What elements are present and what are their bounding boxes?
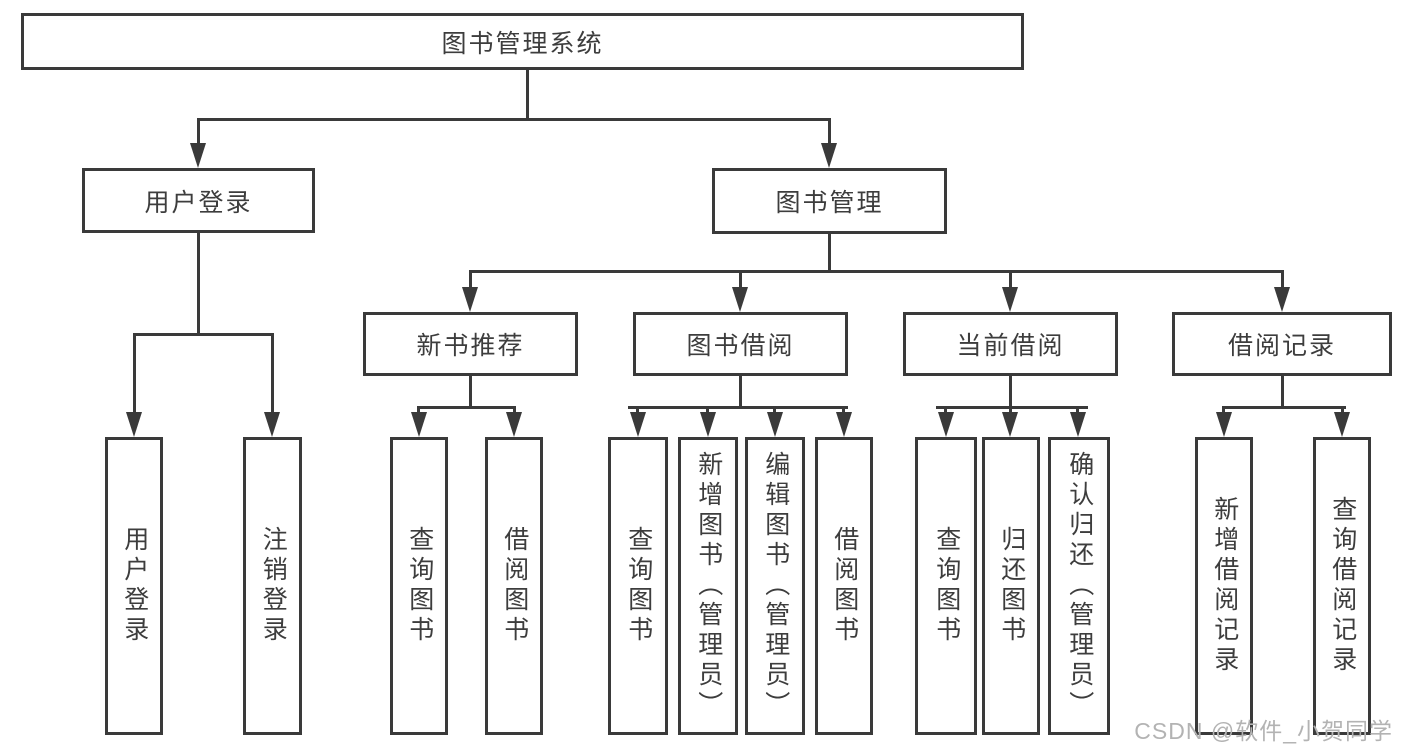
node-book-borrowing: 图书借阅 <box>633 312 848 376</box>
leaf-borrowing-borrow-books: 借阅图书 <box>815 437 873 735</box>
arrowhead-borrowing-borrow <box>836 412 852 437</box>
leaf-borrowing-query-books-label: 查询图书 <box>624 526 653 646</box>
connector-to-user-login-line <box>197 118 200 146</box>
connector-user-login-stem <box>197 232 200 336</box>
connector-book-management-crossbar <box>469 270 1283 273</box>
leaf-recommend-borrow-books: 借阅图书 <box>485 437 543 735</box>
connector-to-records-add-line <box>1222 406 1225 415</box>
leaf-borrowing-edit-books-admin: 编辑图书（管理员） <box>745 437 805 735</box>
arrowhead-recommend-query <box>411 412 427 437</box>
leaf-current-return-books-label: 归还图书 <box>997 526 1026 646</box>
connector-to-current-confirm-line <box>1076 406 1079 415</box>
node-root-label: 图书管理系统 <box>441 29 604 58</box>
node-root: 图书管理系统 <box>21 13 1024 70</box>
connector-to-borrowing-borrow-line <box>842 406 845 415</box>
node-borrowing-records-label: 借阅记录 <box>1227 332 1336 360</box>
connector-root-stem <box>526 70 529 120</box>
connector-to-recommend-borrow-line <box>513 406 516 415</box>
leaf-current-return-books: 归还图书 <box>982 437 1040 735</box>
arrowhead-book-management <box>821 143 837 168</box>
leaf-user-login-label: 用户登录 <box>120 526 149 646</box>
node-book-borrowing-label: 图书借阅 <box>686 332 795 360</box>
connector-to-new-book-recommend-line <box>469 270 472 288</box>
connector-to-borrowing-edit-line <box>773 406 776 415</box>
connector-records-stem <box>1281 376 1284 409</box>
connector-recommend-crossbar <box>417 406 516 409</box>
arrowhead-borrowing-records <box>1274 287 1290 312</box>
node-book-management: 图书管理 <box>712 168 947 234</box>
arrowhead-records-query <box>1334 412 1350 437</box>
leaf-records-add-record-label: 新增借阅记录 <box>1210 496 1239 676</box>
leaf-recommend-borrow-books-label: 借阅图书 <box>500 526 529 646</box>
leaf-borrowing-add-books-admin: 新增图书（管理员） <box>678 437 738 735</box>
arrowhead-current-confirm <box>1070 412 1086 437</box>
arrowhead-new-book-recommend <box>462 287 478 312</box>
arrowhead-user-login <box>190 143 206 168</box>
leaf-borrowing-borrow-books-label: 借阅图书 <box>830 526 859 646</box>
connector-to-records-query-line <box>1341 406 1344 415</box>
node-user-login: 用户登录 <box>82 168 315 233</box>
connector-current-crossbar <box>936 406 1088 409</box>
connector-to-current-return-line <box>1009 406 1012 415</box>
connector-root-crossbar <box>197 118 831 121</box>
arrowhead-recommend-borrow <box>506 412 522 437</box>
connector-current-stem <box>1009 376 1012 409</box>
connector-to-book-borrowing-line <box>739 270 742 288</box>
arrowhead-borrowing-edit <box>767 412 783 437</box>
node-borrowing-records: 借阅记录 <box>1172 312 1392 376</box>
connector-borrowing-crossbar <box>628 406 848 409</box>
leaf-current-confirm-return-admin: 确认归还（管理员） <box>1048 437 1110 735</box>
connector-to-leaf-user-login-line <box>133 333 136 413</box>
arrowhead-borrowing-add <box>700 412 716 437</box>
connector-borrowing-stem <box>739 376 742 409</box>
connector-to-current-query-line <box>944 406 947 415</box>
node-current-borrowing-label: 当前借阅 <box>956 332 1065 360</box>
connector-user-login-crossbar <box>133 333 274 336</box>
leaf-current-query-books-label: 查询图书 <box>932 526 961 646</box>
arrowhead-records-add <box>1216 412 1232 437</box>
connector-to-recommend-query-line <box>417 406 420 415</box>
leaf-user-login: 用户登录 <box>105 437 163 735</box>
connector-to-borrowing-records-line <box>1281 270 1284 288</box>
leaf-records-query-record-label: 查询借阅记录 <box>1328 496 1357 676</box>
connector-to-book-management-line <box>828 118 831 146</box>
leaf-records-query-record: 查询借阅记录 <box>1313 437 1371 735</box>
arrowhead-current-borrowing <box>1002 287 1018 312</box>
node-new-book-recommend: 新书推荐 <box>363 312 578 376</box>
connector-to-current-borrowing-line <box>1009 270 1012 288</box>
node-new-book-recommend-label: 新书推荐 <box>416 332 525 360</box>
connector-recommend-stem <box>469 376 472 409</box>
arrowhead-leaf-user-login <box>126 412 142 437</box>
leaf-recommend-query-books-label: 查询图书 <box>405 526 434 646</box>
connector-to-borrowing-add-line <box>706 406 709 415</box>
node-user-login-label: 用户登录 <box>144 188 253 217</box>
node-current-borrowing: 当前借阅 <box>903 312 1118 376</box>
leaf-borrowing-query-books: 查询图书 <box>608 437 668 735</box>
connector-book-management-stem <box>828 234 831 273</box>
arrowhead-current-query <box>938 412 954 437</box>
arrowhead-current-return <box>1002 412 1018 437</box>
node-book-management-label: 图书管理 <box>775 189 884 217</box>
watermark: CSDN @软件_小贺同学 <box>1134 718 1393 744</box>
leaf-current-confirm-return-admin-label: 确认归还（管理员） <box>1065 451 1094 721</box>
leaf-borrowing-edit-books-admin-label: 编辑图书（管理员） <box>761 451 790 721</box>
leaf-current-query-books: 查询图书 <box>915 437 977 735</box>
leaf-logout: 注销登录 <box>243 437 302 735</box>
arrowhead-book-borrowing <box>732 287 748 312</box>
leaf-borrowing-add-books-admin-label: 新增图书（管理员） <box>694 451 723 721</box>
leaf-records-add-record: 新增借阅记录 <box>1195 437 1253 735</box>
leaf-logout-label: 注销登录 <box>259 526 288 646</box>
connector-to-leaf-logout-line <box>271 333 274 413</box>
connector-records-crossbar <box>1222 406 1346 409</box>
leaf-recommend-query-books: 查询图书 <box>390 437 448 735</box>
arrowhead-leaf-logout <box>264 412 280 437</box>
arrowhead-borrowing-query <box>630 412 646 437</box>
connector-to-borrowing-query-line <box>636 406 639 415</box>
